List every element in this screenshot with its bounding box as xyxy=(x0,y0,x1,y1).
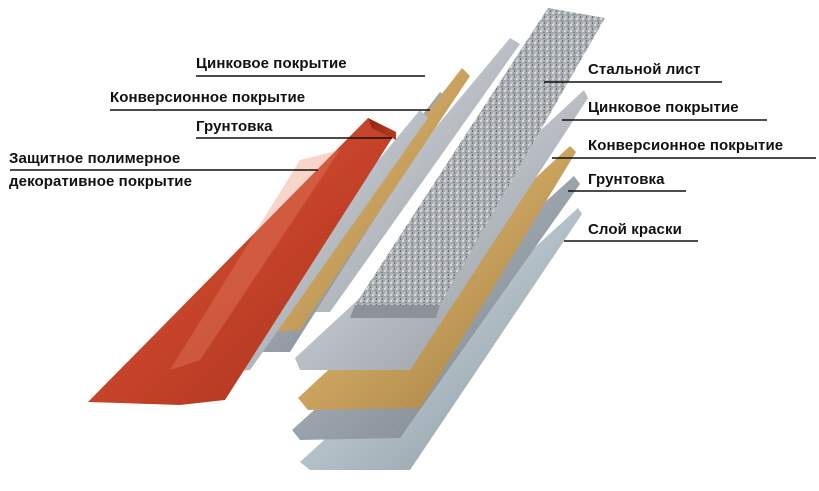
steel-sheet-edge xyxy=(350,305,440,318)
steel-sheet xyxy=(355,8,605,305)
polymer-coating-side xyxy=(368,118,396,140)
label-left-conversion: Конверсионное покрытие xyxy=(110,89,306,106)
label-right-zinc: Цинковое покрытие xyxy=(588,99,739,116)
label-right-conversion: Конверсионное покрытие xyxy=(588,137,784,154)
polymer-coating xyxy=(88,118,396,405)
label-left-polymer-line1: Защитное полимерное xyxy=(9,150,181,167)
polymer-coating-highlight xyxy=(170,150,340,370)
label-right-paint: Слой краски xyxy=(588,221,682,238)
label-right-steel: Стальной лист xyxy=(588,61,701,78)
label-left-zinc: Цинковое покрытие xyxy=(196,55,347,72)
label-left-polymer-line2: декоративное покрытие xyxy=(9,173,193,190)
label-left-primer: Грунтовка xyxy=(196,118,273,135)
label-right-primer: Грунтовка xyxy=(588,171,665,188)
